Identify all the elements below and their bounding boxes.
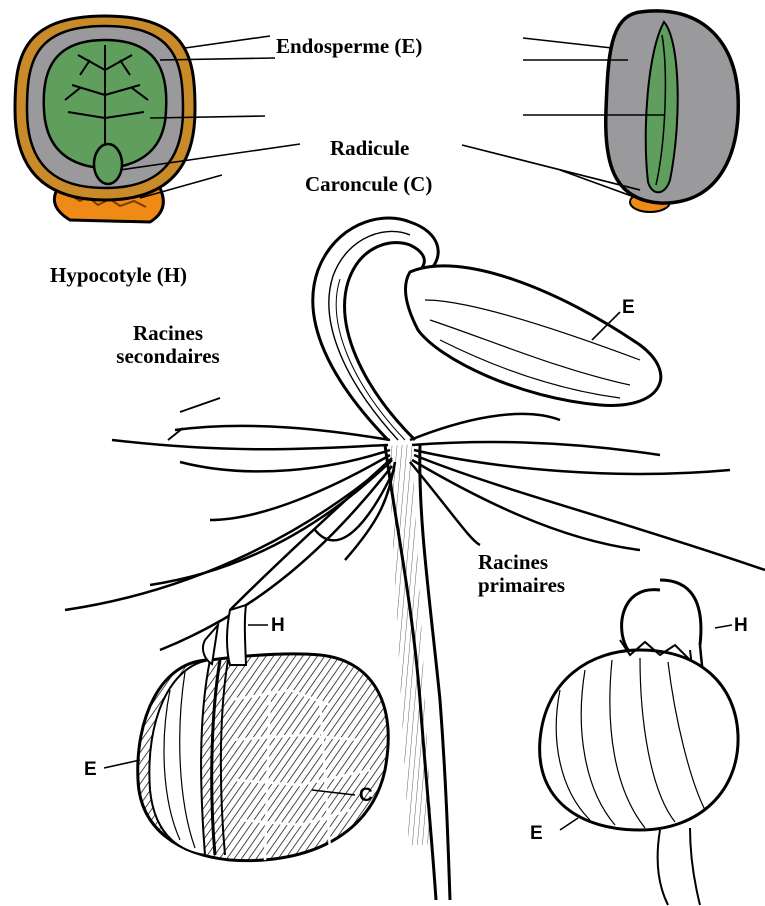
marker-h-left: H: [271, 616, 285, 635]
label-racines-primaires: Racines primaires: [478, 551, 565, 597]
label-racines-primaires-line1: Racines: [478, 551, 565, 574]
radicle-shape: [94, 144, 122, 184]
marker-e-right: E: [530, 824, 543, 843]
label-racines-secondaires-line1: Racines: [98, 322, 238, 345]
marker-e-seedling: E: [622, 298, 635, 317]
marker-e-left: E: [84, 760, 97, 779]
seed-with-hypocotyl-right-drawing: [540, 580, 738, 905]
label-racines-secondaires: Racines secondaires: [98, 322, 238, 368]
label-racines-primaires-line2: primaires: [478, 574, 565, 597]
label-endosperme: Endosperme (E): [276, 35, 422, 58]
seed-front-section-icon: [15, 16, 300, 222]
seed-with-hypocotyl-left-drawing: [104, 605, 388, 861]
label-radicule: Radicule: [330, 137, 409, 160]
label-racines-secondaires-line2: secondaires: [98, 345, 238, 368]
marker-c-left: C: [359, 786, 373, 805]
label-caroncule: Caroncule (C): [305, 173, 432, 196]
seed-side-section-icon: [462, 11, 738, 212]
label-hypocotyle: Hypocotyle (H): [50, 264, 187, 287]
marker-h-right: H: [734, 616, 748, 635]
